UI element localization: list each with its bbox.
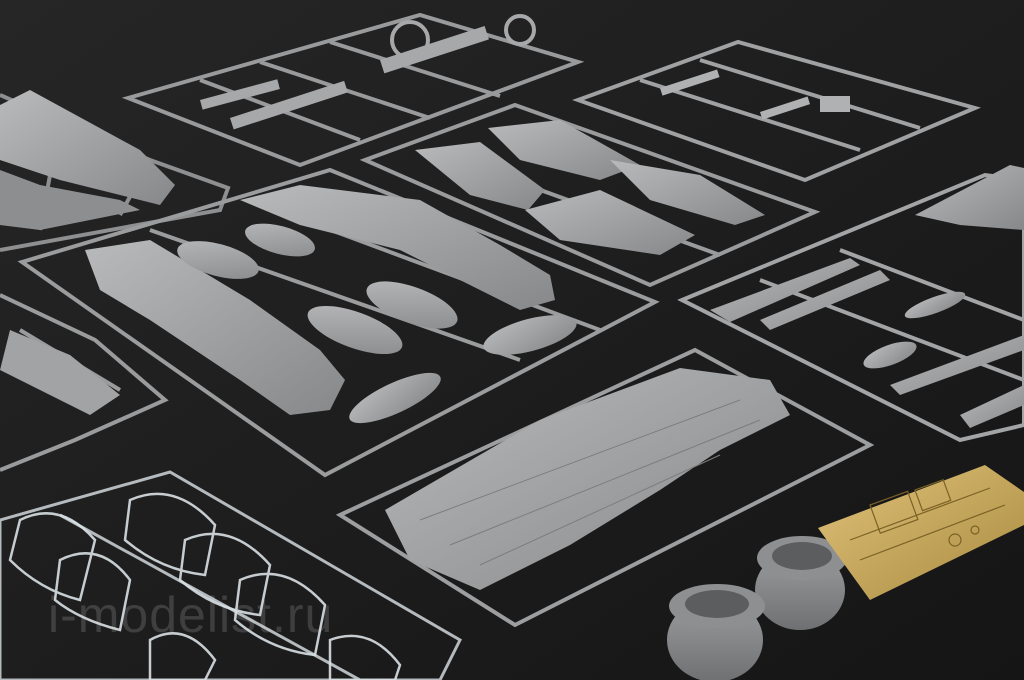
lower-wing-part <box>385 368 790 590</box>
wing-upper-part-1 <box>415 142 545 210</box>
fuselage-half-2 <box>240 185 555 310</box>
engine-cowling-2 <box>667 584 765 680</box>
sprue-lower-wing <box>335 347 875 628</box>
wing-upper-part-3 <box>525 190 695 255</box>
engine-cowling-1 <box>755 536 847 630</box>
fuselage-half-1 <box>85 240 345 415</box>
canopy-parts <box>8 492 402 680</box>
wing-upper-part-2 <box>488 120 640 180</box>
wing-upper-part-4 <box>610 160 765 225</box>
photo-etch-fret <box>818 465 1024 600</box>
tail-fin-top-right <box>915 165 1024 230</box>
sprue-top-right <box>572 39 982 183</box>
clear-canopy-sprue <box>0 470 462 680</box>
fuselage-half-top-left <box>0 90 175 205</box>
